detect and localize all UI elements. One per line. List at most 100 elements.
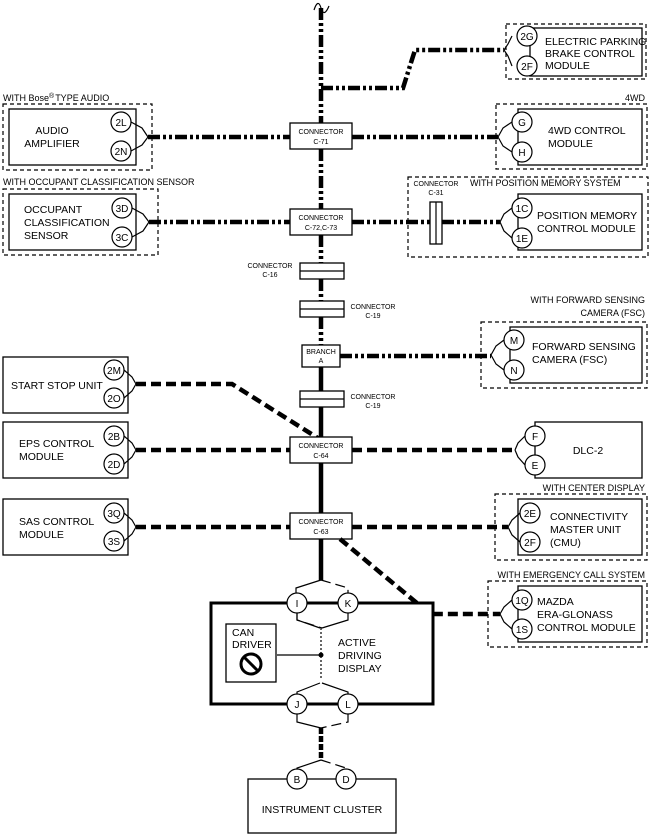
bose-label-pre: WITH Bose bbox=[3, 93, 49, 103]
c72-line2: C-72,C-73 bbox=[305, 225, 337, 232]
fsc-pin-b: N bbox=[510, 366, 517, 377]
era-label-2: ERA-GLONASS bbox=[537, 609, 613, 621]
dlc-2: F E DLC-2 bbox=[352, 421, 643, 479]
occupant-label-2: CLASSIFICATION bbox=[24, 217, 110, 229]
audio-pin-a: 2L bbox=[115, 118, 127, 129]
emergency-label: WITH EMERGENCY CALL SYSTEM bbox=[497, 570, 645, 580]
c71-line1: CONNECTOR bbox=[299, 129, 344, 136]
4wd-label-1: 4WD CONTROL bbox=[548, 125, 626, 137]
4wd-label: 4WD bbox=[625, 93, 646, 103]
position-memory-label: WITH POSITION MEMORY SYSTEM bbox=[470, 178, 621, 188]
sas-module: 3Q 3S SAS CONTROL MODULE bbox=[2, 498, 290, 556]
cluster-pin-d: D bbox=[342, 775, 349, 786]
occupant-pin-b: 3C bbox=[116, 233, 129, 244]
branch-a: BRANCH A bbox=[301, 344, 341, 368]
era-label-1: MAZDA bbox=[537, 596, 574, 608]
main-bus-trunk bbox=[313, 2, 330, 580]
c16-line1: CONNECTOR bbox=[248, 263, 293, 270]
instrument-cluster: B D INSTRUMENT CLUSTER bbox=[247, 759, 397, 834]
occupant-label-3: SENSOR bbox=[24, 230, 69, 242]
add-pin-i: I bbox=[296, 599, 299, 610]
center-display-label: WITH CENTER DISPLAY bbox=[543, 483, 645, 493]
era-pin-b: 1S bbox=[516, 625, 529, 636]
dlc-label: DLC-2 bbox=[573, 445, 604, 457]
connector-c64: CONNECTOR C-64 bbox=[289, 436, 353, 464]
4wd-label-2: MODULE bbox=[548, 138, 593, 150]
epb-label-2: BRAKE CONTROL bbox=[545, 48, 635, 60]
connector-c71: CONNECTOR C-71 bbox=[289, 122, 353, 150]
cluster-pin-b: B bbox=[294, 775, 301, 786]
position-memory-pin-b: 1E bbox=[516, 234, 529, 245]
active-driving-display: I K CAN DRIVER ACTIVE DRIVING DISPLAY J … bbox=[209, 579, 435, 760]
c31-line2: C-31 bbox=[428, 190, 443, 197]
cmu-pin-a: 2E bbox=[524, 509, 537, 520]
eps-module: 2B 2D EPS CONTROL MODULE bbox=[2, 421, 290, 479]
era-glonass-group: WITH EMERGENCY CALL SYSTEM 1Q 1S MAZDA E… bbox=[338, 537, 648, 648]
occupant-label-1: OCCUPANT bbox=[24, 204, 83, 216]
occupant-sensor-group: WITH OCCUPANT CLASSIFICATION SENSOR 3D 3… bbox=[2, 177, 290, 256]
c71-line2: C-71 bbox=[313, 139, 328, 146]
c63-line1: CONNECTOR bbox=[299, 519, 344, 526]
add-label-3: DISPLAY bbox=[338, 663, 382, 675]
can-driver-line2: DRIVER bbox=[232, 639, 272, 651]
fsc-pin-a: M bbox=[510, 336, 518, 347]
start-stop-label: START STOP UNIT bbox=[11, 380, 103, 392]
epb-pin-a: 2G bbox=[520, 32, 534, 43]
4wd-pin-b: H bbox=[518, 148, 525, 159]
fsc-group: WITH FORWARD SENSING CAMERA (FSC) M N FO… bbox=[340, 295, 648, 389]
eps-label-1: EPS CONTROL bbox=[19, 438, 94, 450]
c19a-line1: CONNECTOR bbox=[351, 304, 396, 311]
occupant-label: WITH OCCUPANT CLASSIFICATION SENSOR bbox=[3, 177, 195, 187]
audio-pin-b: 2N bbox=[115, 147, 128, 158]
start-stop-pin-a: 2M bbox=[107, 366, 121, 377]
eps-label-2: MODULE bbox=[19, 451, 64, 463]
audio-label-1: AUDIO bbox=[35, 125, 68, 137]
add-pin-l: L bbox=[345, 700, 351, 711]
connector-c19-lower: CONNECTOR C-19 bbox=[299, 390, 396, 410]
position-memory-label-1: POSITION MEMORY bbox=[537, 210, 637, 222]
dlc-pin-b: E bbox=[532, 461, 539, 472]
dlc-pin-a: F bbox=[532, 432, 538, 443]
epb-pin-b: 2F bbox=[521, 62, 533, 73]
cmu-pin-b: 2F bbox=[524, 538, 536, 549]
fsc-label-l2: CAMERA (FSC) bbox=[532, 354, 607, 366]
sas-label-1: SAS CONTROL bbox=[19, 516, 94, 528]
fsc-label-2: CAMERA (FSC) bbox=[580, 308, 645, 318]
c72-line1: CONNECTOR bbox=[299, 215, 344, 222]
c19a-line2: C-19 bbox=[365, 313, 380, 320]
position-memory-group: CONNECTOR C-31 WITH POSITION MEMORY SYST… bbox=[352, 176, 649, 258]
c19b-line1: CONNECTOR bbox=[351, 394, 396, 401]
can-driver-line1: CAN bbox=[232, 627, 254, 639]
add-pin-k: K bbox=[345, 599, 352, 610]
sas-label-2: MODULE bbox=[19, 529, 64, 541]
fsc-label-l1: FORWARD SENSING bbox=[532, 341, 636, 353]
c19b-line2: C-19 bbox=[365, 403, 380, 410]
cmu-label-1: CONNECTIVITY bbox=[550, 511, 628, 523]
connector-c63: CONNECTOR C-63 bbox=[289, 512, 353, 540]
audio-amplifier-group: WITH Bose®TYPE AUDIO 2L 2N AUDIO AMPLIFI… bbox=[2, 92, 290, 171]
epb-module: 2G 2F ELECTRIC PARKING BRAKE CONTROL MOD… bbox=[321, 23, 647, 91]
position-memory-pin-a: 1C bbox=[516, 204, 529, 215]
branch-line1: BRANCH bbox=[306, 349, 336, 356]
branch-line2: A bbox=[319, 358, 324, 365]
start-stop-unit: 2M 2O START STOP UNIT bbox=[2, 356, 323, 442]
c31-line1: CONNECTOR bbox=[414, 181, 459, 188]
start-stop-pin-b: 2O bbox=[107, 394, 121, 405]
fsc-label-1: WITH FORWARD SENSING bbox=[531, 295, 646, 305]
add-pin-j: J bbox=[295, 700, 300, 711]
occupant-pin-a: 3D bbox=[116, 204, 129, 215]
sas-pin-b: 3S bbox=[108, 537, 121, 548]
bose-label-post: TYPE AUDIO bbox=[55, 93, 109, 103]
4wd-module-group: 4WD G H 4WD CONTROL MODULE bbox=[352, 93, 648, 170]
cmu-label-2: MASTER UNIT bbox=[550, 524, 622, 536]
bose-reg: ® bbox=[49, 92, 55, 100]
svg-text:WITH Bose®TYPE AUDIO: WITH Bose®TYPE AUDIO bbox=[3, 92, 109, 103]
cmu-group: WITH CENTER DISPLAY 2E 2F CONNECTIVITY M… bbox=[352, 483, 648, 561]
connector-c16: CONNECTOR C-16 bbox=[248, 262, 345, 280]
sas-pin-a: 3Q bbox=[107, 509, 121, 520]
4wd-pin-a: G bbox=[518, 118, 526, 129]
eps-pin-a: 2B bbox=[108, 432, 121, 443]
audio-label-2: AMPLIFIER bbox=[24, 138, 80, 150]
c64-line1: CONNECTOR bbox=[299, 443, 344, 450]
